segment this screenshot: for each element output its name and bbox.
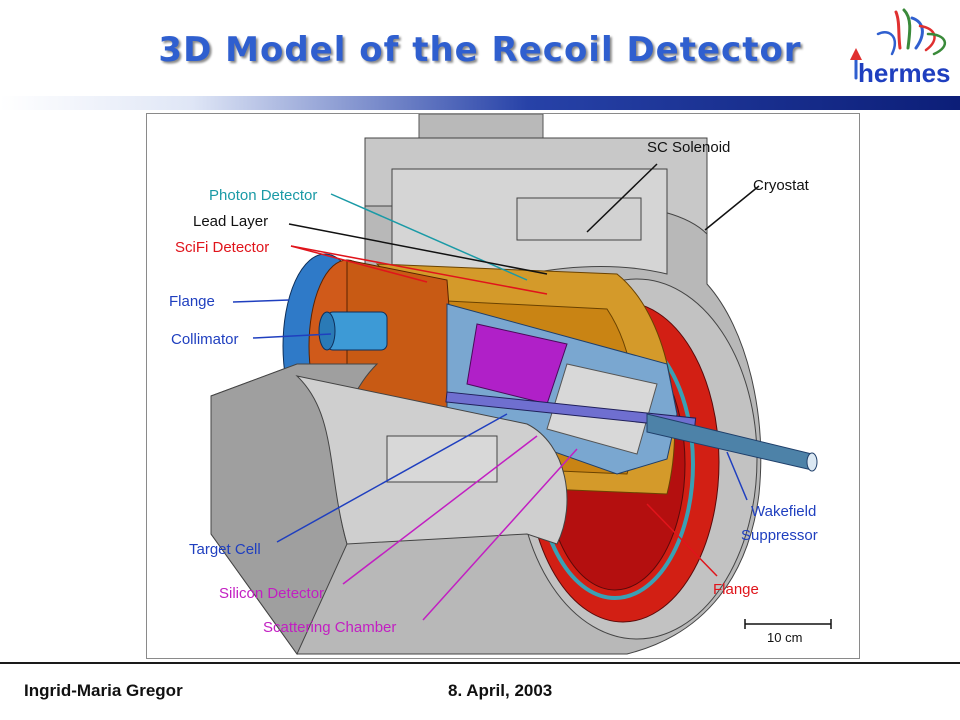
label-photon-detector: Photon Detector — [209, 187, 317, 204]
label-scattering-chamber: Scattering Chamber — [263, 619, 396, 636]
label-lead-layer: Lead Layer — [193, 213, 268, 230]
label-suppressor: Suppressor — [741, 527, 818, 544]
leader-flange-left — [232, 299, 290, 303]
footer-author: Ingrid-Maria Gregor — [24, 681, 183, 700]
leader-target — [276, 413, 508, 543]
hermes-logo-text: hermes — [858, 58, 951, 88]
hermes-logo: hermes — [850, 8, 951, 88]
scale-label: 10 cm — [767, 630, 802, 645]
collimator-end — [318, 311, 336, 351]
sc-solenoid-block — [516, 197, 642, 241]
target-cell-tube — [445, 391, 697, 429]
footer-date: 8. April, 2003 — [448, 681, 553, 700]
leader-flange-right — [646, 503, 718, 577]
label-flange-left: Flange — [169, 293, 215, 310]
scale-bar: 10 cm — [744, 619, 832, 645]
leader-wakefield — [726, 451, 748, 501]
label-sc-solenoid: SC Solenoid — [647, 139, 730, 156]
hermes-wing-icon — [850, 8, 947, 80]
leader-silicon — [342, 435, 538, 585]
slide-title: 3D Model of the Recoil Detector — [158, 30, 802, 70]
leader-scifi-b — [290, 245, 428, 283]
label-wakefield: Wakefield — [751, 503, 816, 520]
leader-photon — [330, 193, 528, 281]
title-bar-rule — [0, 96, 960, 110]
label-silicon-detector: Silicon Detector — [219, 585, 324, 602]
figure-panel: SC Solenoid Cryostat Photon Detector Lea… — [146, 113, 860, 659]
wakefield-end — [806, 452, 818, 472]
collimator-block — [326, 311, 388, 351]
leader-lead — [288, 223, 548, 275]
leader-sc-solenoid — [586, 163, 658, 233]
leader-cryostat — [704, 185, 760, 231]
footer-rule — [0, 662, 960, 664]
leader-scifi-a — [290, 245, 548, 295]
leader-scattering — [422, 448, 578, 621]
leader-lines — [232, 163, 760, 621]
label-flange-right: Flange — [713, 581, 759, 598]
leader-collimator — [252, 333, 332, 339]
label-target-cell: Target Cell — [189, 541, 261, 558]
recoil-detector-diagram: SC Solenoid Cryostat Photon Detector Lea… — [169, 113, 832, 655]
label-scifi-detector: SciFi Detector — [175, 239, 269, 256]
label-collimator: Collimator — [171, 331, 239, 348]
lower-block — [386, 435, 498, 483]
label-cryostat: Cryostat — [753, 177, 810, 194]
